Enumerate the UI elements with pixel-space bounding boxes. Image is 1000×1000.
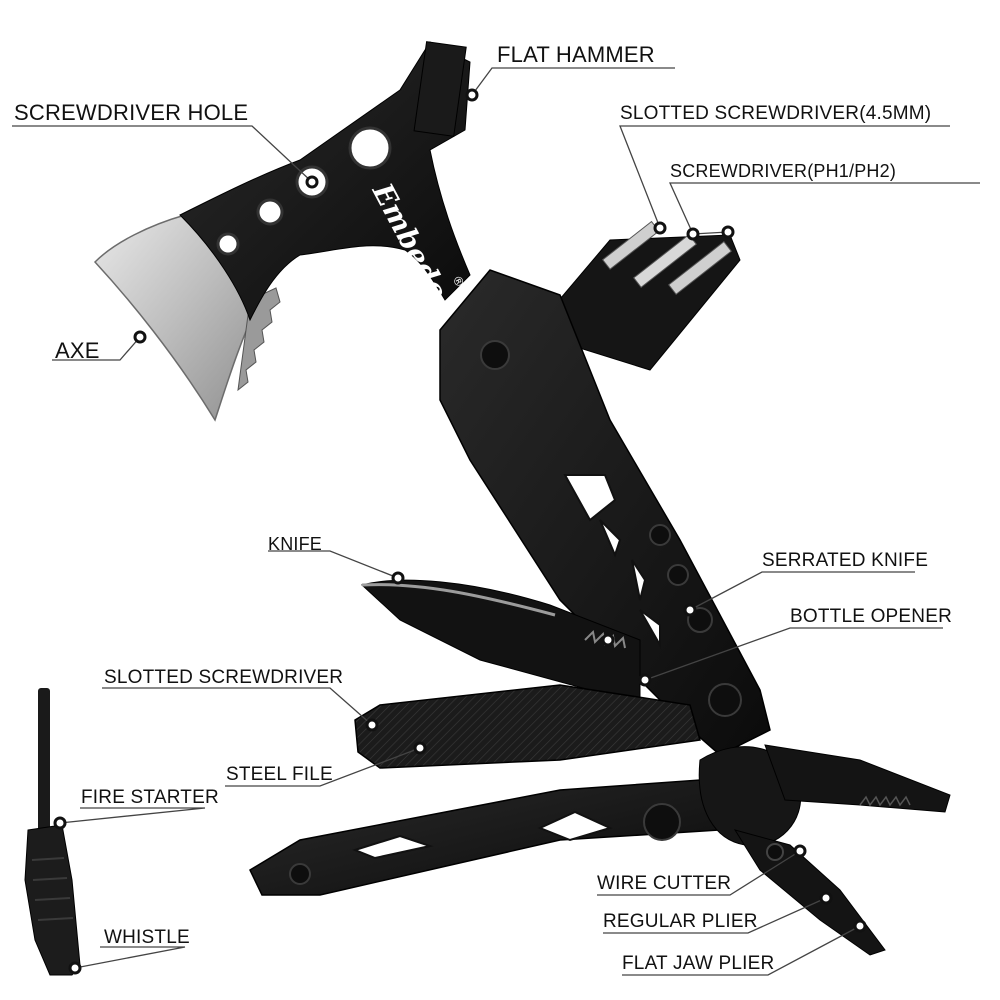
label-bottle-opener: BOTTLE OPENER bbox=[790, 606, 953, 627]
axe-hole-large bbox=[348, 126, 392, 170]
label-axe: AXE bbox=[55, 338, 100, 363]
knife-edge bbox=[361, 583, 556, 617]
label-knife: KNIFE bbox=[268, 534, 323, 554]
plier-rivet bbox=[766, 843, 784, 861]
label-serrated-knife: SERRATED KNIFE bbox=[762, 550, 929, 571]
label-steel-file: STEEL FILE bbox=[226, 764, 333, 785]
label-wire-cutter: WIRE CUTTER bbox=[597, 873, 732, 894]
leader-lines bbox=[12, 67, 980, 976]
registered-mark: ® bbox=[449, 273, 467, 290]
label-fire-starter: FIRE STARTER bbox=[81, 787, 219, 808]
lower-rivet-front bbox=[289, 863, 311, 885]
axe-hole-small-1 bbox=[256, 198, 284, 226]
handle-cutouts bbox=[563, 474, 661, 649]
plier-jaw-teeth bbox=[859, 795, 911, 807]
label-whistle: WHISTLE bbox=[104, 927, 190, 948]
screwdriver-bits bbox=[601, 220, 732, 295]
flat-hammer bbox=[413, 41, 467, 137]
axe-hole-small-2 bbox=[216, 232, 240, 256]
callout-dots bbox=[53, 88, 867, 975]
main-handle bbox=[439, 269, 771, 756]
lower-handle-cutouts bbox=[352, 810, 613, 860]
label-screwdriver-hole: SCREWDRIVER HOLE bbox=[14, 100, 249, 125]
plier-lower-jaw bbox=[733, 829, 886, 956]
steel-file bbox=[354, 684, 701, 769]
label-screwdriver-ph: SCREWDRIVER(PH1/PH2) bbox=[670, 161, 897, 181]
lower-rivet-pivot bbox=[643, 803, 681, 841]
label-flat-jaw-plier: FLAT JAW PLIER bbox=[622, 953, 775, 974]
label-slotted-screwdriver-4-5mm: SLOTTED SCREWDRIVER(4.5MM) bbox=[620, 103, 932, 124]
label-flat-hammer: FLAT HAMMER bbox=[497, 42, 655, 67]
label-regular-plier: REGULAR PLIER bbox=[603, 911, 758, 932]
plier-upper-jaw bbox=[764, 744, 951, 813]
label-slotted-screwdriver: SLOTTED SCREWDRIVER bbox=[104, 667, 344, 688]
handle-rivets bbox=[480, 340, 742, 717]
whistle-grip bbox=[31, 857, 74, 921]
fire-starter-rod bbox=[38, 688, 50, 838]
